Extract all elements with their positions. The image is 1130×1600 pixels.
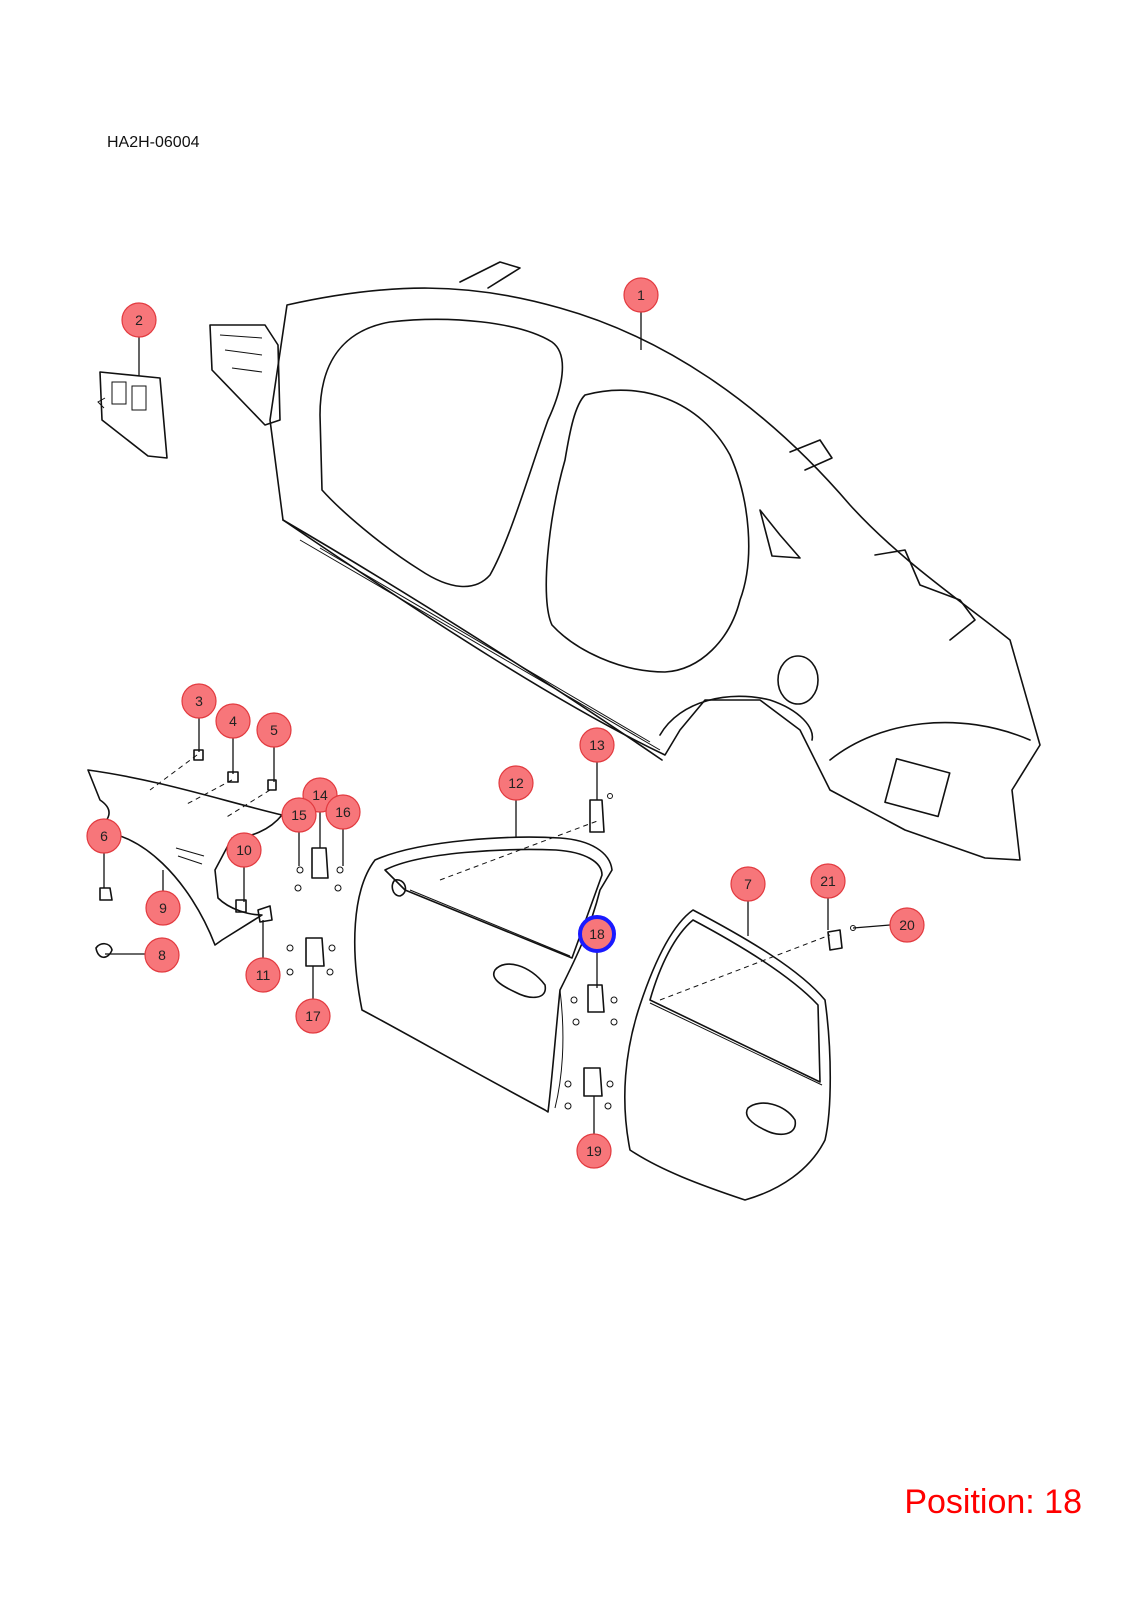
rear-door-drawing [624,909,832,1201]
callouts: 1 2 3 4 5 6 7 8 9 10 11 12 13 14 15 16 1… [86,277,925,1169]
callout-4[interactable]: 4 [215,703,251,739]
callout-15[interactable]: 15 [281,797,317,833]
callout-9[interactable]: 9 [145,890,181,926]
front-door-drawing [353,819,613,1113]
body-side-panel-drawing [209,261,1041,861]
bracket-drawing [97,371,168,459]
callout-11[interactable]: 11 [245,957,281,993]
position-label: Position: 18 [904,1483,1082,1521]
callout-18-selected[interactable]: 18 [578,915,616,953]
callout-6[interactable]: 6 [86,818,122,854]
callout-10[interactable]: 10 [226,832,262,868]
callout-13[interactable]: 13 [579,727,615,763]
callout-21[interactable]: 21 [810,863,846,899]
callout-8[interactable]: 8 [144,937,180,973]
callout-2[interactable]: 2 [121,302,157,338]
callout-5[interactable]: 5 [256,712,292,748]
callout-12[interactable]: 12 [498,765,534,801]
leader-lines [103,310,891,1136]
callout-16[interactable]: 16 [325,794,361,830]
callout-7[interactable]: 7 [730,866,766,902]
callout-17[interactable]: 17 [295,998,331,1034]
diagram-code: HA2H-06004 [107,134,200,151]
hinges-drawing [286,793,856,1110]
callout-20[interactable]: 20 [889,907,925,943]
callout-3[interactable]: 3 [181,683,217,719]
clips-drawing [95,749,277,959]
callout-19[interactable]: 19 [576,1133,612,1169]
callout-1[interactable]: 1 [623,277,659,313]
